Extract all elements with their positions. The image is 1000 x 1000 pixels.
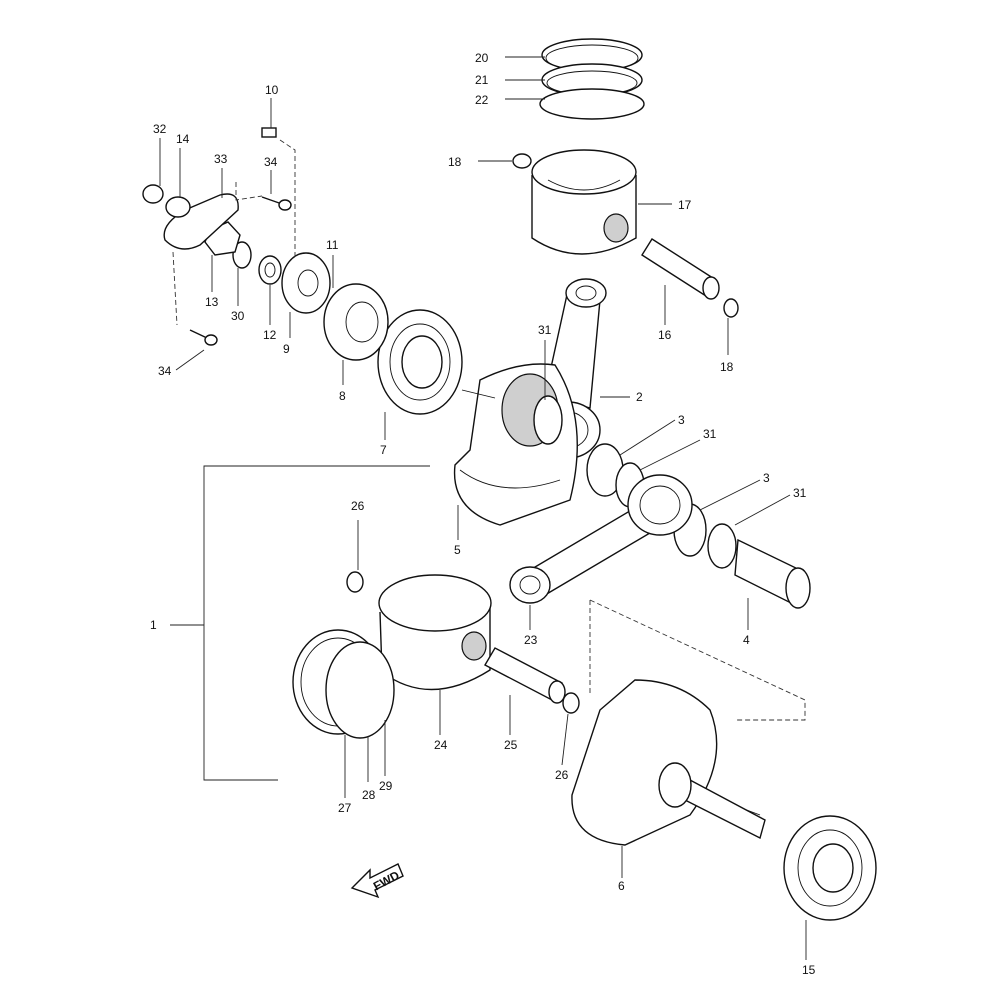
callout-label: 26	[555, 768, 569, 782]
callout-label: 23	[524, 633, 538, 647]
callout-label: 24	[434, 738, 448, 752]
callout-label: 10	[265, 83, 279, 97]
callout-label: 14	[176, 132, 190, 146]
callout-label: 8	[339, 389, 346, 403]
callout-label: 30	[231, 309, 245, 323]
callout-label: 13	[205, 295, 219, 309]
callout-label: 15	[802, 963, 816, 977]
key-11	[261, 127, 277, 138]
callout-numbers: 20 21 22 18 17 16 18 2 31 3 31 3 31 5 4 …	[150, 51, 816, 977]
callout-label: 20	[475, 51, 489, 65]
piston-rings-lower	[292, 629, 395, 739]
callout-label: 34	[264, 155, 278, 169]
callout-label: 33	[214, 152, 228, 166]
callout-label: 22	[475, 93, 489, 107]
leader-lines	[159, 56, 807, 960]
callout-label: 1	[150, 618, 157, 632]
callout-label: 2	[636, 390, 643, 404]
screw-34-top	[261, 196, 283, 205]
callout-label: 18	[448, 155, 462, 169]
piston-rings-top	[539, 38, 645, 120]
callout-label: 4	[743, 633, 750, 647]
fwd-arrow-icon	[350, 863, 404, 899]
circlip-18-top	[512, 153, 532, 169]
callout-label: 32	[153, 122, 167, 136]
callout-label: 16	[658, 328, 672, 342]
crank-web-right	[571, 679, 766, 846]
crank-web-left	[453, 363, 578, 526]
piston-pin-lower	[484, 647, 566, 704]
callout-label: 9	[283, 342, 290, 356]
callout-label: 3	[763, 471, 770, 485]
connecting-rod-lower	[509, 474, 693, 604]
callout-label: 26	[351, 499, 365, 513]
callout-label: 29	[379, 779, 393, 793]
callout-label: 34	[158, 364, 172, 378]
callout-label: 27	[338, 801, 352, 815]
callout-label: 18	[720, 360, 734, 374]
callout-label: 31	[793, 486, 807, 500]
piston-pin-upper	[641, 238, 720, 300]
bearing-7	[783, 815, 877, 921]
piston-lower	[378, 574, 492, 691]
callout-label: 31	[538, 323, 552, 337]
small-parts-cluster	[142, 127, 292, 346]
callout-label: 31	[703, 427, 717, 441]
callout-label: 3	[678, 413, 685, 427]
callout-label: 5	[454, 543, 461, 557]
crankpin-4	[734, 538, 811, 609]
callout-label: 25	[504, 738, 518, 752]
callout-label: 11	[326, 238, 339, 252]
bearing-8	[377, 309, 496, 415]
circlip-26-right	[562, 692, 580, 714]
callout-label: 7	[380, 443, 387, 457]
callout-label: 6	[618, 879, 625, 893]
gear-10	[281, 252, 331, 314]
screw-34-bottom	[189, 329, 208, 339]
callout-label: 12	[263, 328, 277, 342]
circlip-26-left	[346, 571, 364, 593]
circlip-18-right	[723, 298, 739, 318]
gear-9	[323, 283, 389, 361]
piston-upper	[531, 149, 637, 255]
callout-label: 17	[678, 198, 692, 212]
callout-label: 21	[475, 73, 489, 87]
callout-label: 28	[362, 788, 376, 802]
alignment-lines	[172, 139, 806, 721]
